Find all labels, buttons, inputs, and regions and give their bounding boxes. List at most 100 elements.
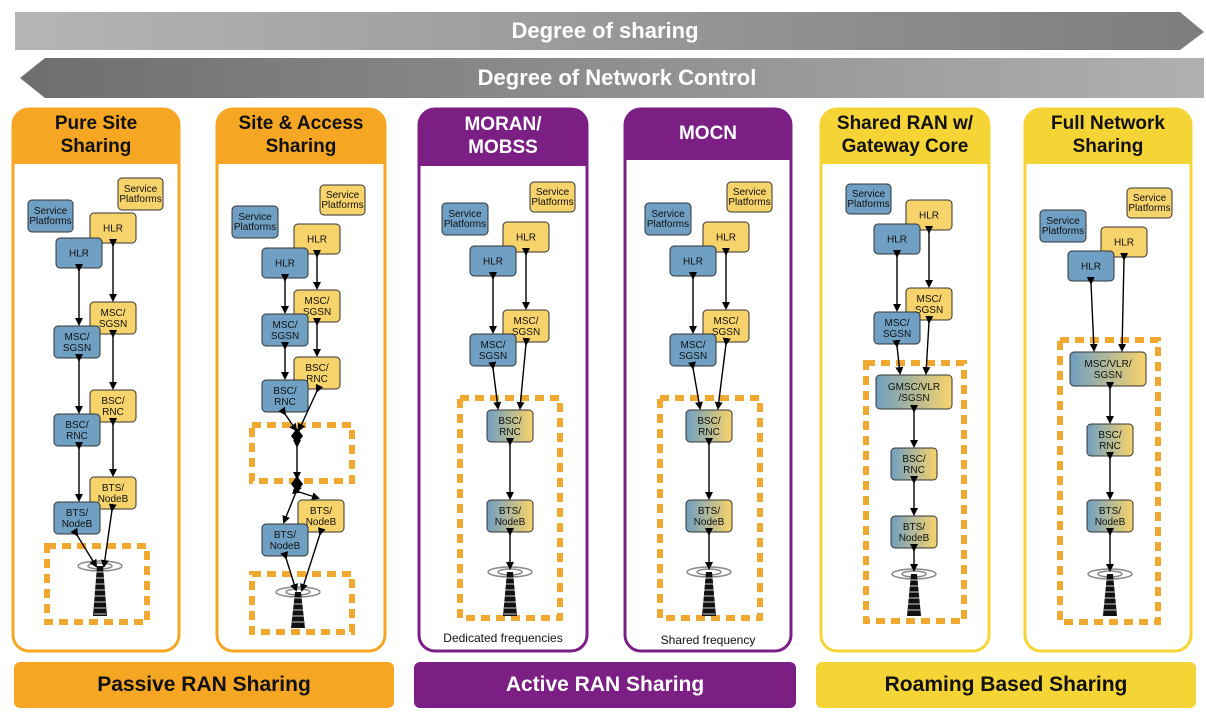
arrow-msc-bsc-yellow-4 — [714, 337, 731, 410]
svg-text:HLR: HLR — [887, 235, 907, 246]
svg-text:HLR: HLR — [275, 259, 295, 270]
msc-sgsn-blue-2: MSC/SGSN — [261, 313, 309, 347]
column-header-full-network-sharing: Full Network Sharing — [1024, 108, 1192, 164]
svg-text:HLR: HLR — [307, 235, 327, 246]
svg-text:Platforms: Platforms — [1042, 226, 1084, 237]
svg-text:SGSN: SGSN — [1094, 370, 1122, 381]
svg-text:BSC/: BSC/ — [1098, 430, 1122, 441]
column-header-moran-mobss: MORAN/ MOBSS — [418, 108, 588, 166]
svg-text:GMSC/VLR: GMSC/VLR — [888, 382, 940, 393]
svg-text:NodeB: NodeB — [306, 517, 337, 528]
svg-text:RNC: RNC — [1099, 441, 1121, 452]
svg-text:NodeB: NodeB — [899, 533, 930, 544]
svg-text:Platforms: Platforms — [728, 197, 770, 208]
svg-text:SGSN: SGSN — [679, 351, 707, 362]
svg-text:BSC/: BSC/ — [902, 454, 926, 465]
svg-text:Platforms: Platforms — [1128, 203, 1170, 214]
arrow-msc-gmsc-blue-5 — [892, 339, 904, 375]
svg-text:SGSN: SGSN — [99, 319, 127, 330]
column-full-network-border — [1023, 107, 1193, 653]
svg-text:NodeB: NodeB — [270, 541, 301, 552]
msc-sgsn-blue-3: MSC/SGSN — [469, 333, 517, 367]
svg-text:NodeB: NodeB — [1095, 517, 1126, 528]
svg-text:BTS/: BTS/ — [274, 530, 296, 541]
arrow-hlr-mscvlr-blue-6 — [1086, 276, 1098, 352]
column-moran-border — [417, 107, 589, 653]
bsc-rnc-shared-5: BSC/RNC — [890, 447, 938, 481]
msc-sgsn-blue-1: MSC/SGSN — [53, 325, 101, 359]
bsc-rnc-shared-4: BSC/RNC — [685, 409, 733, 443]
hlr-blue-3: HLR — [469, 245, 517, 277]
gmsc-vlr-sgsn-5: GMSC/VLR/SGSN — [875, 374, 953, 410]
svg-text:MSC/: MSC/ — [714, 316, 739, 327]
svg-text:MSC/: MSC/ — [481, 340, 506, 351]
svg-text:BSC/: BSC/ — [101, 396, 125, 407]
svg-text:Service: Service — [326, 190, 360, 201]
svg-text:HLR: HLR — [919, 211, 939, 222]
bts-nodeb-blue-1: BTS/NodeB — [53, 501, 101, 535]
access-junction-2 — [291, 428, 303, 444]
hlr-blue-6: HLR — [1067, 250, 1115, 282]
shared-gateway-box-5 — [863, 360, 967, 624]
svg-text:NodeB: NodeB — [98, 494, 129, 505]
footer-passive-ran-sharing: Passive RAN Sharing — [14, 662, 394, 708]
svg-text:NodeB: NodeB — [495, 517, 526, 528]
arrow-bts-antenna-blue-1 — [70, 527, 98, 568]
arrow-msc-bsc-yellow-3 — [516, 337, 531, 410]
column-mocn-border — [623, 107, 793, 653]
arrow-bts-antenna-blue-2 — [280, 551, 299, 592]
arrow-msc-gmsc-yellow-5 — [922, 315, 934, 375]
svg-text:Service: Service — [733, 187, 767, 198]
svg-text:Service: Service — [448, 209, 482, 220]
svg-text:BTS/: BTS/ — [1099, 506, 1121, 517]
hlr-blue-1: HLR — [55, 237, 103, 269]
column-header-shared-ran-gateway: Shared RAN w/ Gateway Core — [820, 108, 990, 164]
shared-ran-box-4 — [657, 395, 763, 621]
svg-text:HLR: HLR — [103, 224, 123, 235]
svg-text:Platforms: Platforms — [321, 200, 363, 211]
svg-text:Service: Service — [1133, 193, 1167, 204]
svg-text:SGSN: SGSN — [303, 307, 331, 318]
bsc-rnc-yellow-1: BSC/RNC — [89, 389, 137, 423]
svg-text:Platforms: Platforms — [234, 222, 276, 233]
bsc-rnc-shared-6: BSC/RNC — [1086, 423, 1134, 457]
msc-sgsn-yellow-1: MSC/SGSN — [89, 301, 137, 335]
svg-text:RNC: RNC — [102, 407, 124, 418]
column-header-pure-site-sharing: Pure Site Sharing — [12, 108, 180, 164]
svg-text:SGSN: SGSN — [712, 327, 740, 338]
svg-text:MSC/: MSC/ — [917, 294, 942, 305]
shared-ran-box-3 — [457, 395, 563, 621]
svg-text:/SGSN: /SGSN — [898, 393, 929, 404]
svg-text:RNC: RNC — [274, 397, 296, 408]
svg-text:NodeB: NodeB — [62, 519, 93, 530]
antenna-tower-2 — [275, 586, 321, 628]
banner-arrows — [15, 12, 1204, 98]
svg-text:Service: Service — [852, 189, 886, 200]
svg-text:Platforms: Platforms — [119, 194, 161, 205]
svg-text:HLR: HLR — [483, 257, 503, 268]
svg-text:Platforms: Platforms — [29, 216, 71, 227]
svg-text:HLR: HLR — [1114, 238, 1134, 249]
bts-nodeb-blue-2: BTS/NodeB — [261, 523, 309, 557]
bsc-rnc-blue-2: BSC/RNC — [261, 379, 309, 413]
arrow-msc-bsc-blue-3 — [488, 361, 502, 410]
shared-network-box-6 — [1057, 337, 1161, 625]
svg-text:MSC/: MSC/ — [101, 308, 126, 319]
hlr-blue-2: HLR — [261, 247, 309, 279]
antenna-tower-6 — [1087, 568, 1133, 616]
footer-roaming-based-sharing: Roaming Based Sharing — [816, 662, 1196, 708]
msc-sgsn-yellow-4: MSC/SGSN — [702, 309, 750, 343]
svg-text:HLR: HLR — [69, 249, 89, 260]
arrow-hlr-mscvlr-yellow-6 — [1118, 252, 1129, 352]
arrow-bts-antenna-yellow-2 — [300, 527, 326, 592]
dedicated-frequencies-note: Dedicated frequencies — [443, 631, 563, 645]
svg-text:BTS/: BTS/ — [102, 483, 124, 494]
